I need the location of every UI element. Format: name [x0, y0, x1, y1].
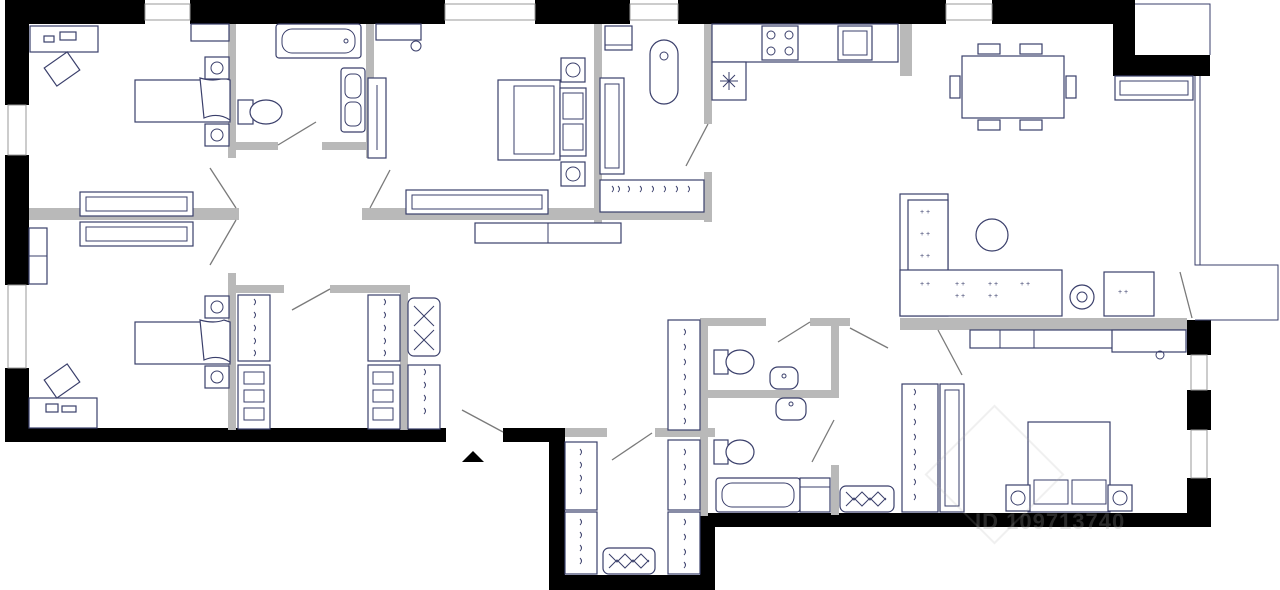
bedroom-1-furniture	[29, 25, 231, 247]
kitchen-furniture	[711, 23, 899, 101]
exterior-walls	[5, 0, 1211, 590]
dressing-room-furniture	[237, 294, 701, 575]
svg-text:+ +: + +	[920, 209, 930, 216]
master-bedroom-furniture	[839, 329, 1187, 513]
svg-text:+ +: + +	[988, 293, 998, 300]
lounge-furniture: + + + + + + + + + + + + + + + + + + + +	[899, 75, 1194, 317]
bathroom-2-furniture	[713, 349, 831, 513]
svg-text:+ +: + +	[920, 253, 930, 260]
living-room-furniture	[405, 25, 705, 244]
svg-text:+ +: + +	[920, 231, 930, 238]
dining-table	[949, 43, 1077, 131]
windows	[7, 3, 1279, 479]
bedroom-2-furniture	[28, 227, 231, 429]
svg-text:+ +: + +	[1118, 289, 1128, 296]
svg-text:+ +: + +	[955, 281, 965, 288]
svg-text:+ +: + +	[920, 281, 930, 288]
svg-text:+ +: + +	[988, 281, 998, 288]
svg-text:+ +: + +	[955, 293, 965, 300]
door-swings	[209, 121, 1193, 463]
bathroom-1-furniture	[190, 23, 422, 159]
watermark-text: ID 109713740	[975, 509, 1126, 534]
svg-text:+ +: + +	[1020, 281, 1030, 288]
entrance-arrow-icon	[462, 451, 484, 462]
